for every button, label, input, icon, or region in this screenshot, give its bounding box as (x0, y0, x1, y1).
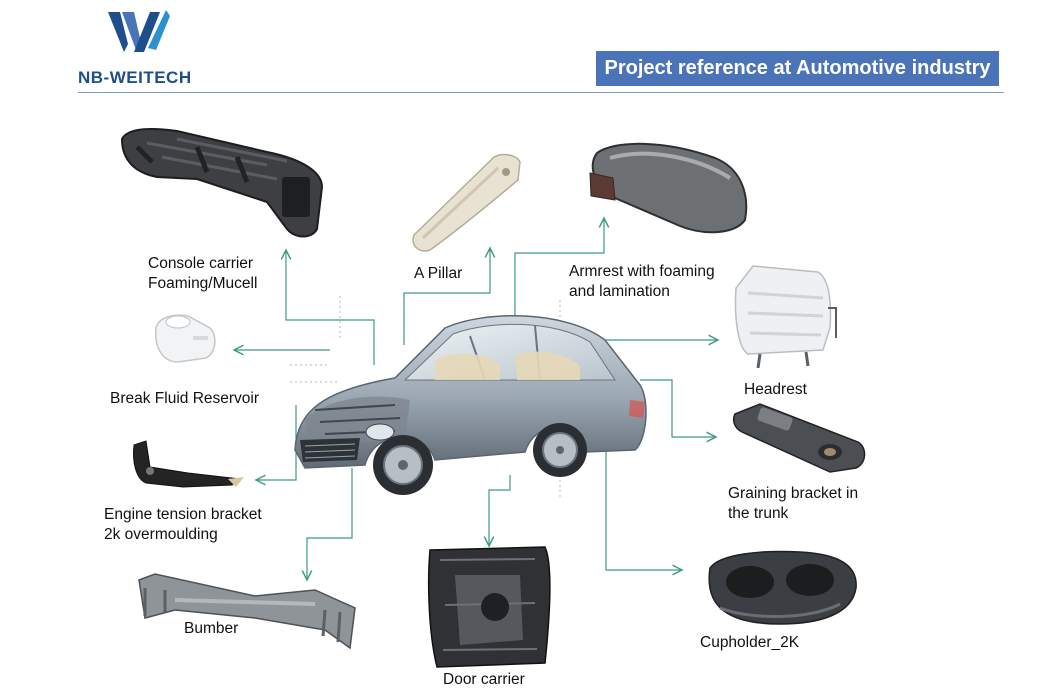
label-line: 2k overmoulding (104, 526, 218, 543)
car-cutaway-illustration (294, 314, 647, 495)
brake-fluid-reservoir-image (155, 314, 216, 363)
console-carrier-image (120, 128, 324, 238)
label-line: and lamination (569, 283, 670, 300)
cupholder-image (708, 550, 857, 625)
label-line: Graining bracket in (728, 485, 859, 502)
door-carrier-image (427, 546, 551, 668)
page-title-banner: Project reference at Automotive industry (596, 51, 999, 86)
label-engine-tension-bracket: Engine tension bracket 2k overmoulding (104, 505, 262, 545)
label-line: Armrest with foaming (569, 263, 715, 280)
engine-tension-bracket-image (133, 440, 244, 488)
logo-text: NB-WEITECH (78, 68, 192, 87)
label-line: Break Fluid Reservoir (110, 390, 260, 407)
header-divider (78, 92, 1004, 93)
label-line: Door carrier (443, 671, 525, 688)
armrest-image (589, 142, 748, 234)
label-line: Console carrier (148, 255, 254, 272)
label-break-fluid-reservoir: Break Fluid Reservoir (110, 389, 259, 409)
logo-mark-icon (108, 10, 170, 52)
a-pillar-image (412, 153, 521, 252)
headrest-image (734, 265, 837, 368)
label-bumber: Bumber (184, 619, 238, 639)
label-headrest: Headrest (744, 380, 807, 400)
company-logo: NB-WEITECH (78, 8, 208, 90)
label-line: Headrest (744, 381, 807, 398)
label-door-carrier: Door carrier (443, 670, 525, 690)
label-line: Bumber (184, 620, 239, 637)
bumber-image (138, 573, 356, 650)
label-line: the trunk (728, 505, 789, 522)
label-line: Foaming/Mucell (148, 275, 258, 292)
label-line: A Pillar (414, 265, 463, 282)
label-line: Engine tension bracket (104, 506, 262, 523)
label-graining-bracket: Graining bracket in the trunk (728, 484, 858, 524)
label-armrest: Armrest with foaming and lamination (569, 262, 715, 302)
label-a-pillar: A Pillar (414, 264, 462, 284)
label-line: Cupholder_2K (700, 634, 800, 651)
graining-bracket-image (732, 403, 866, 473)
label-cupholder: Cupholder_2K (700, 633, 799, 653)
label-console-carrier: Console carrier Foaming/Mucell (148, 254, 257, 294)
